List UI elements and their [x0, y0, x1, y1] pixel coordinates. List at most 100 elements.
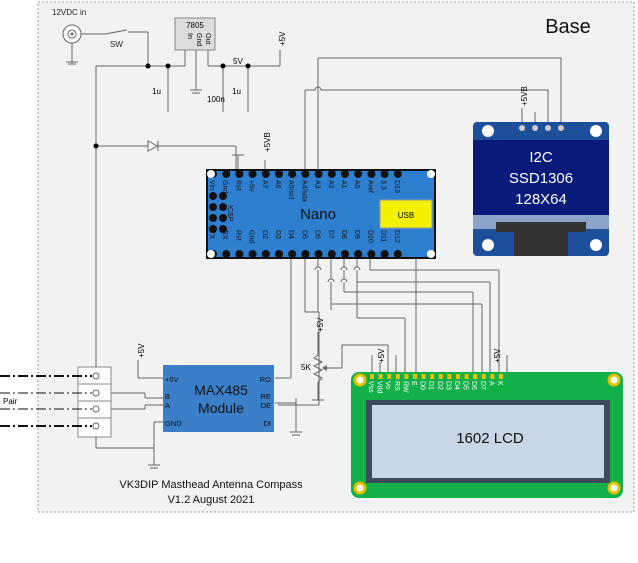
max485-pin-ro: RO: [260, 375, 271, 384]
regulator-7805: [174, 17, 216, 51]
nano-top-pin: [261, 170, 270, 178]
nano-bottom-pin-label: D11: [380, 230, 387, 242]
nano-corner-hole: [207, 250, 215, 258]
nano-top-pin: [354, 170, 363, 178]
pot-label: 5K: [301, 363, 311, 372]
icsp-pin: [209, 192, 217, 200]
nano-top-pin-label: A7: [261, 180, 268, 189]
pot-wiper-icon: [322, 365, 327, 371]
nano-bottom-pin: [301, 250, 310, 258]
lcd-pin-label: D5: [462, 381, 469, 390]
lcd-label: 1602 LCD: [456, 430, 524, 447]
lcd-pin: [404, 374, 409, 379]
regulator-pin-out: Out: [204, 33, 211, 44]
usb-label: USB: [398, 211, 414, 220]
nano-top-pin-label: A0: [353, 180, 360, 189]
lcd-pin: [456, 374, 460, 379]
lcd-screen: [372, 405, 604, 478]
nano-top-pin-label: A2: [327, 180, 334, 189]
nano-top-pin: [222, 170, 231, 178]
nano-top-pin-label: Rst: [234, 180, 241, 191]
junction-dots: [93, 63, 251, 149]
nano-corner-hole: [207, 170, 215, 178]
dc-jack-icon: [62, 24, 82, 44]
nano-top-pin: [367, 170, 376, 178]
nano-corner-hole: [427, 250, 435, 258]
nano-bottom-pin-label: D5: [300, 230, 307, 239]
nano-top-pin: [314, 170, 323, 178]
nano-bottom-pin: [222, 250, 231, 258]
max485-line1: MAX485: [194, 382, 248, 398]
oled-pins: [519, 125, 564, 131]
max485-pin-a: A: [165, 401, 170, 410]
regulator-name: 7805: [186, 21, 204, 30]
oled-screen: [473, 140, 609, 215]
nano-bottom-pin-label: Rst: [234, 230, 241, 241]
nano-bottom-pin-label: D9: [353, 230, 360, 239]
lcd-pin-label: RW: [401, 381, 408, 393]
max485-pin-b: B: [165, 392, 170, 401]
nano-bottom-pin-label: D3: [274, 230, 281, 239]
nano-top-pin: [275, 170, 283, 178]
nano-bottom-pin: [314, 250, 323, 258]
nano-top-pin: [248, 170, 257, 178]
icsp-pin: [219, 192, 227, 200]
lcd-pin-label: K: [496, 381, 503, 386]
icsp-pin: [209, 203, 217, 211]
max485-module: [163, 365, 274, 432]
diode-icon: [147, 140, 159, 152]
nano-corner-hole: [427, 170, 435, 178]
nano-top-pin-label: 3.3: [380, 180, 387, 190]
usb-connector: [379, 199, 433, 229]
nano-bottom-pin: [367, 250, 376, 258]
lcd-pin: [421, 374, 426, 379]
nano-top-pin-label: Aref: [366, 180, 373, 193]
nano-top-pin-label: A6: [274, 180, 281, 189]
connector-terminals: [92, 372, 100, 430]
switch-label: SW: [110, 40, 123, 49]
vccb-label-oled: +5VB: [520, 86, 529, 106]
cap-out1-label: 100n: [207, 95, 225, 104]
oled-flex: [514, 232, 568, 256]
lcd-pin-label: D1: [427, 381, 434, 390]
nano-top-pin-label: A4/sda: [300, 180, 307, 202]
max485-pin-gnd: GND: [165, 419, 182, 428]
nano-bottom-pin: [275, 250, 283, 258]
nano-bottom-pin-label: RX: [221, 230, 228, 240]
nano-bottom-pin: [235, 250, 244, 258]
footer-line1: VK3DIP Masthead Antenna Compass: [119, 479, 303, 491]
lcd-pin: [438, 374, 443, 379]
lcd-pin: [387, 374, 392, 379]
lcd-pin: [430, 374, 435, 379]
nano-bottom-pin-label: D2: [261, 230, 268, 239]
power-input-label: 12VDC in: [52, 8, 86, 17]
lcd-pin: [490, 374, 495, 379]
nano-bottom-pin: [327, 250, 336, 258]
regulator-pin-gnd: Gnd: [195, 33, 202, 46]
max485-pin-di: DI: [264, 419, 272, 428]
vcc-label-top: +5V: [278, 31, 287, 46]
lcd-pin-label: Vss: [367, 381, 374, 393]
nano-bottom-pin: [288, 250, 297, 258]
footer-line2: V1.2 August 2021: [168, 494, 255, 506]
icsp-pin: [209, 214, 217, 222]
potentiometer-icon: [312, 354, 324, 383]
nano-top-pin: [301, 170, 310, 178]
lcd-pin: [447, 374, 452, 379]
lcd-pin: [473, 374, 478, 379]
nano-bottom-pin-label: D4: [287, 230, 294, 239]
cable-lines: [0, 375, 92, 427]
nano-top-pin-label: A1: [340, 180, 347, 189]
mount-hole: [482, 125, 494, 137]
lcd-mount-holes: [353, 373, 621, 495]
nano-bottom-pin: [393, 250, 402, 258]
lcd-pin-label: Vo: [384, 381, 391, 389]
oled-ribbon: [496, 222, 586, 232]
max485-line2: Module: [198, 400, 244, 416]
lcd-pin-label: E: [410, 381, 417, 386]
vcc-label-max485: +5V: [137, 343, 146, 358]
lcd-pin-label: RS: [393, 381, 400, 391]
lcd-pin-label: D0: [419, 381, 426, 390]
nano-bottom-pin-label: D6: [314, 230, 321, 239]
